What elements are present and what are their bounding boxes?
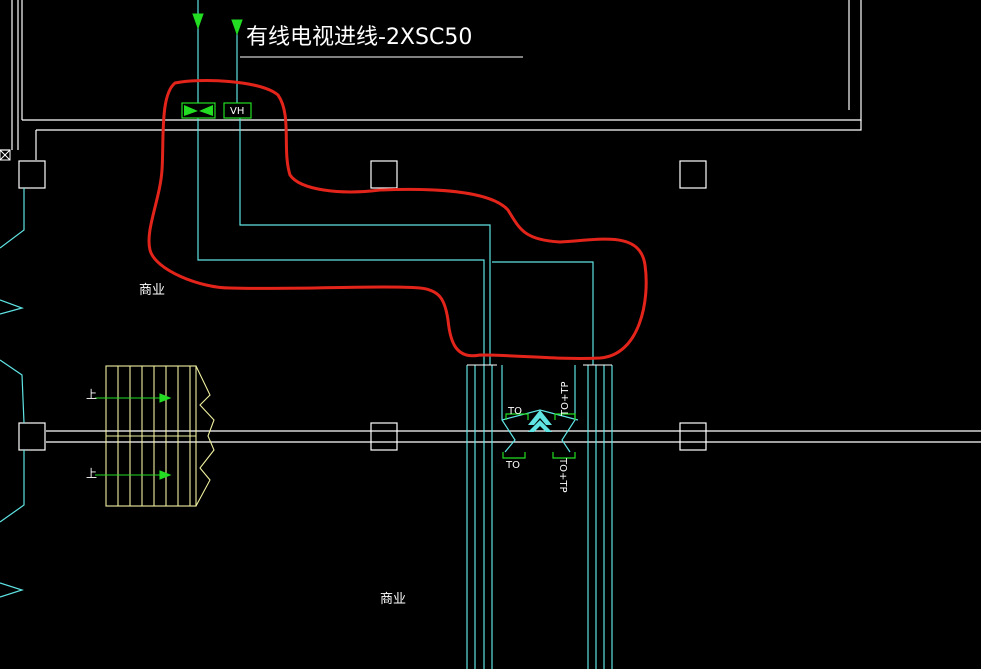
column bbox=[679, 160, 707, 189]
outlet-label-to: TO bbox=[505, 460, 520, 471]
outlet-symbols bbox=[502, 413, 576, 459]
column bbox=[18, 422, 46, 451]
arrow-right-icon bbox=[159, 470, 172, 480]
highlight-outline bbox=[147, 79, 648, 360]
arrow-down-icon bbox=[231, 19, 243, 36]
outlet-diamond-icon bbox=[528, 410, 552, 432]
vh-box: VH bbox=[223, 102, 252, 119]
feed-arrows bbox=[192, 13, 243, 36]
tv-splitter-icon bbox=[181, 102, 216, 119]
column bbox=[370, 422, 398, 451]
outlet-label-to-tp: TO+TP bbox=[560, 382, 571, 418]
column bbox=[370, 160, 398, 189]
room-label-commercial: 商业 bbox=[139, 283, 165, 298]
structural-columns bbox=[18, 160, 707, 451]
outlet-label-to-tp: TO+TP bbox=[557, 457, 568, 493]
column bbox=[18, 160, 46, 189]
junction-box-icon bbox=[0, 149, 11, 161]
outlet-label-to: TO bbox=[507, 406, 522, 417]
stair-up-label: 上 bbox=[86, 388, 97, 401]
room-label-commercial: 商业 bbox=[380, 592, 406, 607]
facade-outline bbox=[0, 188, 25, 598]
wall-outlines bbox=[0, 0, 981, 443]
vh-label: VH bbox=[230, 106, 244, 117]
staircase bbox=[105, 365, 215, 507]
stair-arrows bbox=[95, 393, 172, 480]
cable-tv-incoming-label: 有线电视进线-2XSC50 bbox=[246, 25, 472, 50]
arrow-down-icon bbox=[192, 13, 204, 30]
stair-up-label: 上 bbox=[86, 467, 97, 480]
conduit-routes bbox=[197, 0, 613, 669]
column bbox=[679, 422, 707, 451]
arrow-right-icon bbox=[159, 393, 172, 403]
